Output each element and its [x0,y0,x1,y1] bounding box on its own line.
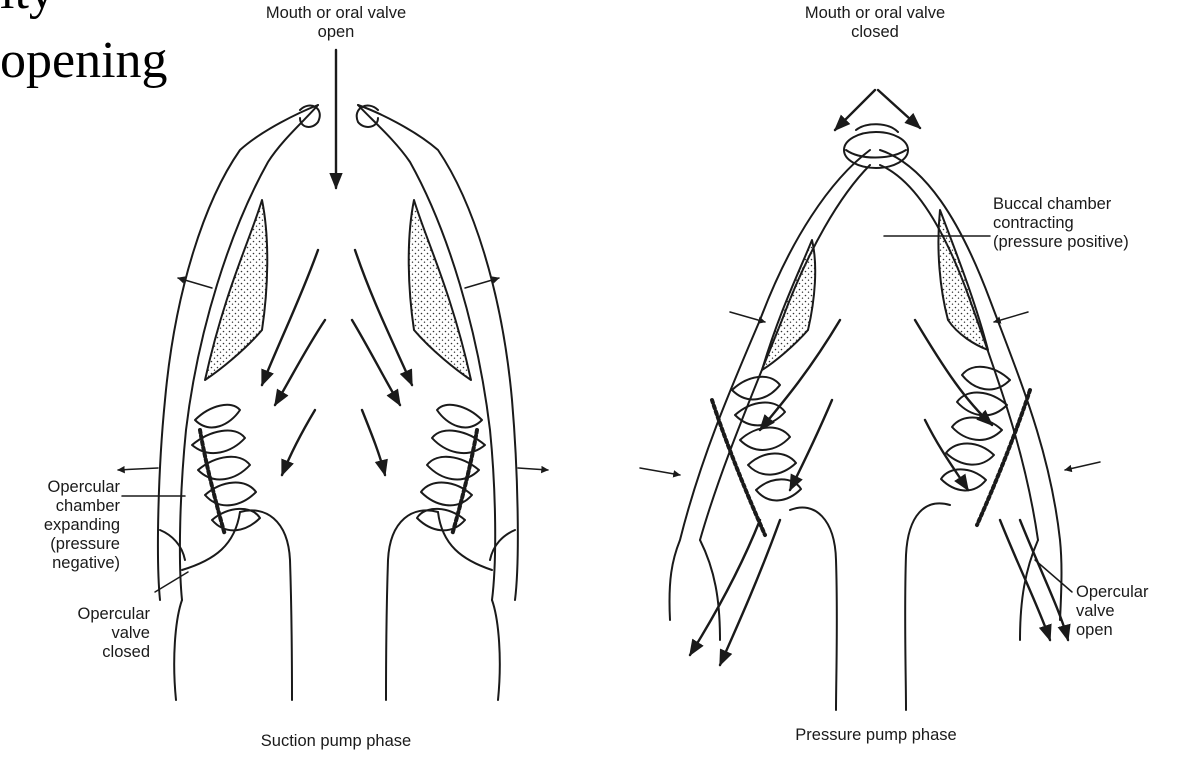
pressure-opercular-valve-line1: Opercular [1076,583,1186,602]
suction-opercular-valve-line1: Opercular [40,605,150,624]
suction-right-gills [417,405,485,535]
pressure-caption: Pressure pump phase [756,726,996,745]
pressure-right-gills [941,367,1030,525]
pressure-mouth-label-line1: Mouth or oral valve [765,4,985,23]
pressure-mouth-label: Mouth or oral valve closed [765,4,985,42]
pressure-right-body [905,503,1038,710]
pressure-right-muscle [938,210,988,350]
suction-right-body [386,510,500,700]
suction-opercular-chamber-line1: Opercular [10,478,120,497]
suction-mouth-label-line2: open [226,23,446,42]
pressure-buccal-line3: (pressure positive) [993,233,1188,252]
pressure-opercular-valve-line2: valve [1076,602,1186,621]
suction-opercular-chamber-line5: negative) [10,554,120,573]
pressure-left-body [700,507,837,710]
suction-phase-drawing [118,50,548,700]
suction-opercular-valve-line3: closed [40,643,150,662]
suction-left-gills [192,405,260,535]
pressure-opercular-valve-line3: open [1076,621,1186,640]
suction-opercular-valve-line2: valve [40,624,150,643]
pressure-buccal-label: Buccal chamber contracting (pressure pos… [993,195,1188,252]
pressure-left-muscle [762,240,815,370]
suction-opercular-valve-label: Opercular valve closed [40,605,150,662]
suction-mouth-label: Mouth or oral valve open [226,4,446,42]
suction-opercular-chamber-line4: (pressure [10,535,120,554]
suction-opercular-chamber-label: Opercular chamber expanding (pressure ne… [10,478,120,573]
suction-left-body [174,510,292,700]
pressure-buccal-line1: Buccal chamber [993,195,1188,214]
pressure-mouth-label-line2: closed [765,23,985,42]
suction-left-muscle [205,200,267,380]
suction-caption: Suction pump phase [216,732,456,751]
suction-opercular-chamber-line2: chamber [10,497,120,516]
pressure-opercular-valve-label: Opercular valve open [1076,583,1186,640]
suction-opercular-chamber-line3: expanding [10,516,120,535]
pressure-buccal-line2: contracting [993,214,1188,233]
suction-mouth-label-line1: Mouth or oral valve [226,4,446,23]
pressure-phase-drawing [640,90,1100,710]
